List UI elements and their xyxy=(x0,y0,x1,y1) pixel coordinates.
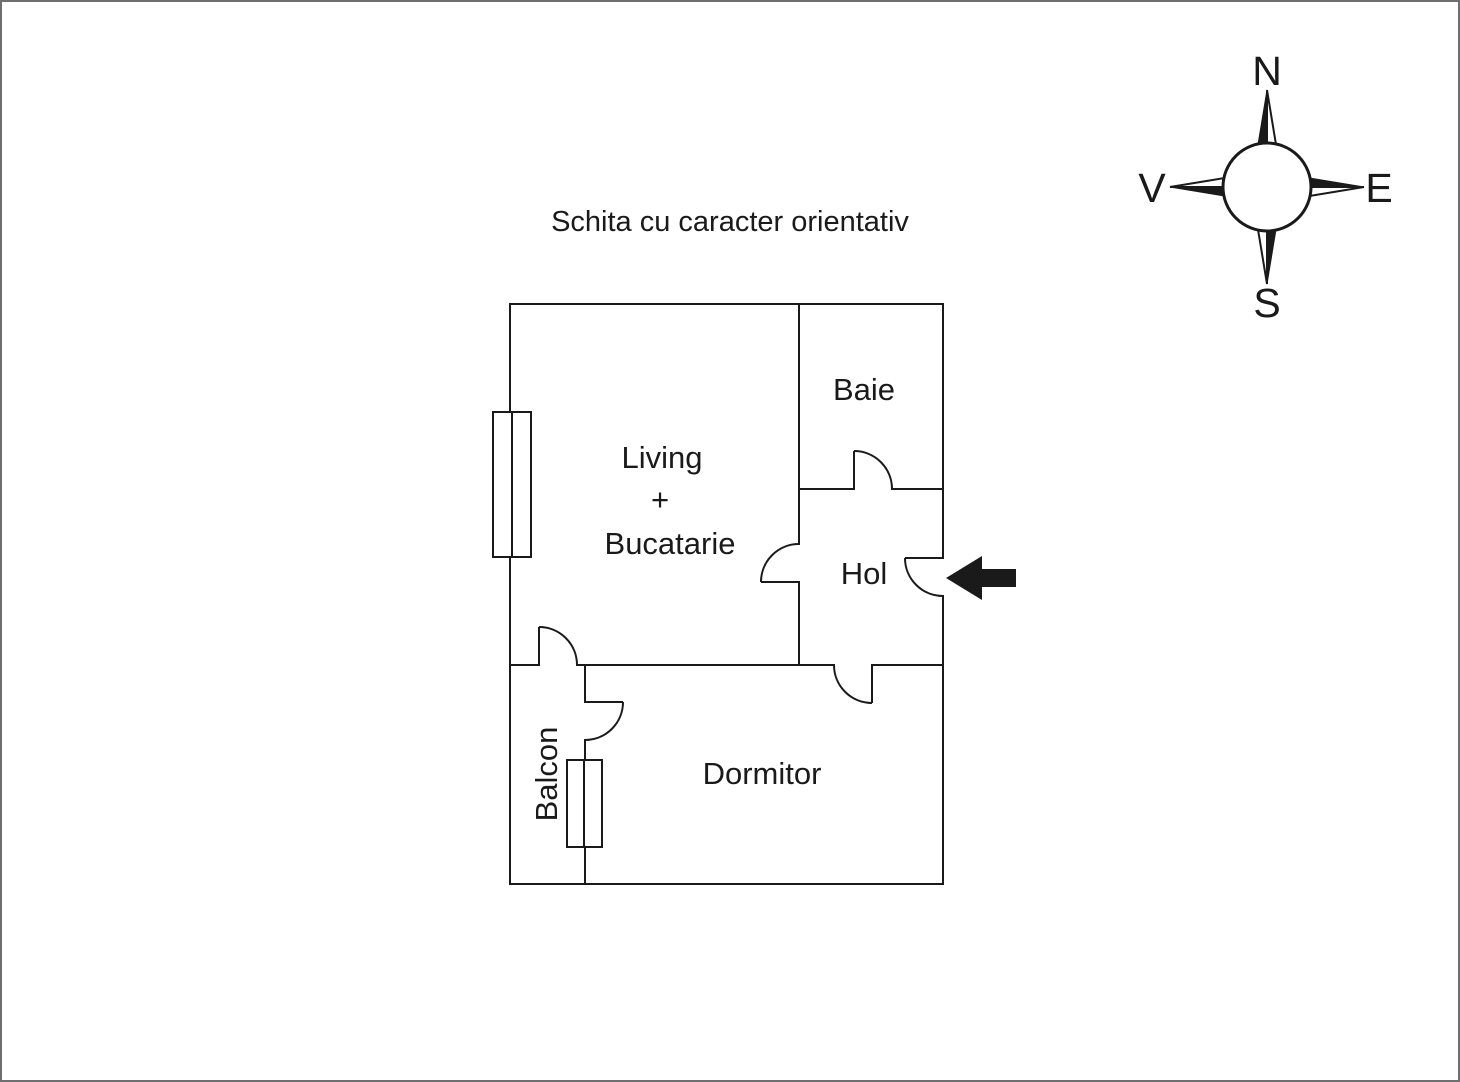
room-label-living-line1: Living xyxy=(622,440,703,475)
room-label-balcon: Balcon xyxy=(529,727,564,822)
compass-rose: N E S V xyxy=(1138,48,1392,326)
compass-letter-south: S xyxy=(1253,280,1280,326)
room-label-hol: Hol xyxy=(841,556,888,591)
room-label-baie: Baie xyxy=(833,372,895,407)
entrance-arrow-icon xyxy=(946,556,1016,600)
room-label-living-line3: Bucatarie xyxy=(605,526,736,561)
door-arc-living-balcon xyxy=(538,626,578,666)
door-arc-living-hol xyxy=(760,543,800,583)
windows xyxy=(492,411,603,848)
room-label-living-line2: + xyxy=(651,482,669,517)
compass-circle xyxy=(1221,141,1313,233)
door-arc-entrance xyxy=(904,557,944,597)
plan-title: Schita cu caracter orientativ xyxy=(551,206,909,238)
room-label-dormitor: Dormitor xyxy=(703,756,822,791)
doors xyxy=(538,450,944,741)
door-arc-baie xyxy=(853,450,893,490)
compass-letter-west: V xyxy=(1138,165,1166,211)
door-arc-balcon-dormitor xyxy=(584,701,624,741)
compass-letter-east: E xyxy=(1365,165,1392,211)
door-arc-hol-dormitor xyxy=(833,664,873,704)
room-labels: Baie Living + Bucatarie Hol Dormitor Bal… xyxy=(529,372,895,821)
compass-letter-north: N xyxy=(1252,48,1282,94)
